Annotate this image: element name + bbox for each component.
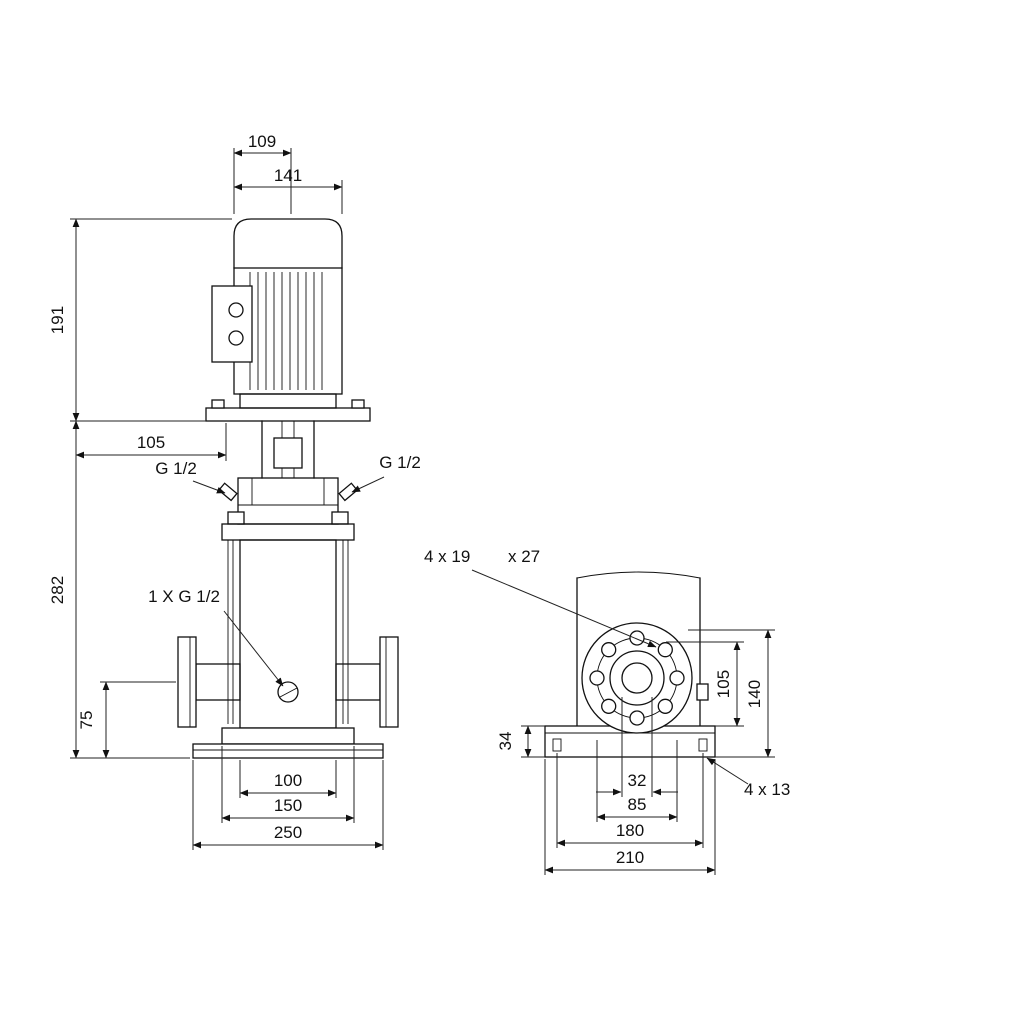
front-view — [177, 218, 399, 759]
vent-right-label: G 1/2 — [379, 453, 421, 472]
coupling — [261, 420, 315, 479]
dim-75-label: 75 — [77, 711, 96, 730]
flange-bolt — [351, 399, 365, 409]
dim-109-label: 109 — [248, 132, 276, 151]
flange-bolt-hole — [657, 698, 673, 714]
dim-141-label: 141 — [274, 166, 302, 185]
leader-vent-left — [192, 480, 226, 494]
dim-34-label: 34 — [496, 732, 515, 751]
dim-210-label: 210 — [616, 848, 644, 867]
flange-bolt-hole — [589, 670, 605, 686]
port-left — [177, 636, 241, 728]
staybolt-nut — [227, 511, 245, 525]
chamber-stack — [227, 539, 349, 729]
leader-vent-right — [351, 476, 385, 493]
motor-fins — [249, 272, 323, 390]
pump-column — [576, 571, 701, 727]
dim-150-label: 150 — [274, 796, 302, 815]
flange-bolt — [211, 399, 225, 409]
port-right — [335, 636, 399, 728]
flange-holes-label: 4 x 19 — [424, 547, 470, 566]
dim-85-label: 85 — [628, 795, 647, 814]
motor-neck — [239, 393, 337, 409]
flange-bore — [621, 662, 653, 694]
cable-entry-icon — [228, 330, 244, 346]
leader-flange-holes — [471, 569, 657, 648]
dim-105-side-label: 105 — [714, 670, 733, 698]
flange-bolt-hole — [629, 710, 645, 726]
motor — [205, 218, 371, 422]
base-holes-label: 4 x 13 — [744, 780, 790, 799]
dim-250-label: 250 — [274, 823, 302, 842]
terminal-box — [211, 285, 253, 363]
leader-base-holes — [706, 757, 749, 785]
base-hole — [698, 738, 708, 752]
dim-180-label: 180 — [616, 821, 644, 840]
flange-face — [581, 622, 693, 734]
side-dimensions — [471, 569, 775, 875]
dim-105-label: 105 — [137, 433, 165, 452]
labels: 109 141 191 105 282 75 100 150 250 G 1/2… — [48, 132, 790, 867]
vent-left-label: G 1/2 — [155, 459, 197, 478]
flange-bolt-hole — [657, 642, 673, 658]
flange-bolt-hole — [601, 642, 617, 658]
dim-32-label: 32 — [628, 771, 647, 790]
dim-100-label: 100 — [274, 771, 302, 790]
flange-bolt-hole — [629, 630, 645, 646]
flange-bolt-hole — [601, 698, 617, 714]
flange-bolt-hole — [669, 670, 685, 686]
front-dimensions — [70, 148, 385, 850]
dim-191-label: 191 — [48, 306, 67, 334]
side-view — [544, 571, 716, 758]
drain-label: 1 X G 1/2 — [148, 587, 220, 606]
leader-drain — [223, 610, 284, 687]
staybolt-nut — [331, 511, 349, 525]
flange-spotface-label: x 27 — [508, 547, 540, 566]
drain-plug — [277, 681, 299, 703]
cable-entry-icon — [228, 302, 244, 318]
base-hole — [552, 738, 562, 752]
front-base — [192, 727, 384, 759]
vent-plug-right — [338, 482, 359, 502]
pump-head — [217, 477, 359, 541]
motor-flange — [205, 407, 371, 422]
dim-282-label: 282 — [48, 576, 67, 604]
dim-140-label: 140 — [745, 680, 764, 708]
top-chamber-plate — [221, 523, 355, 541]
side-lug — [696, 683, 709, 701]
